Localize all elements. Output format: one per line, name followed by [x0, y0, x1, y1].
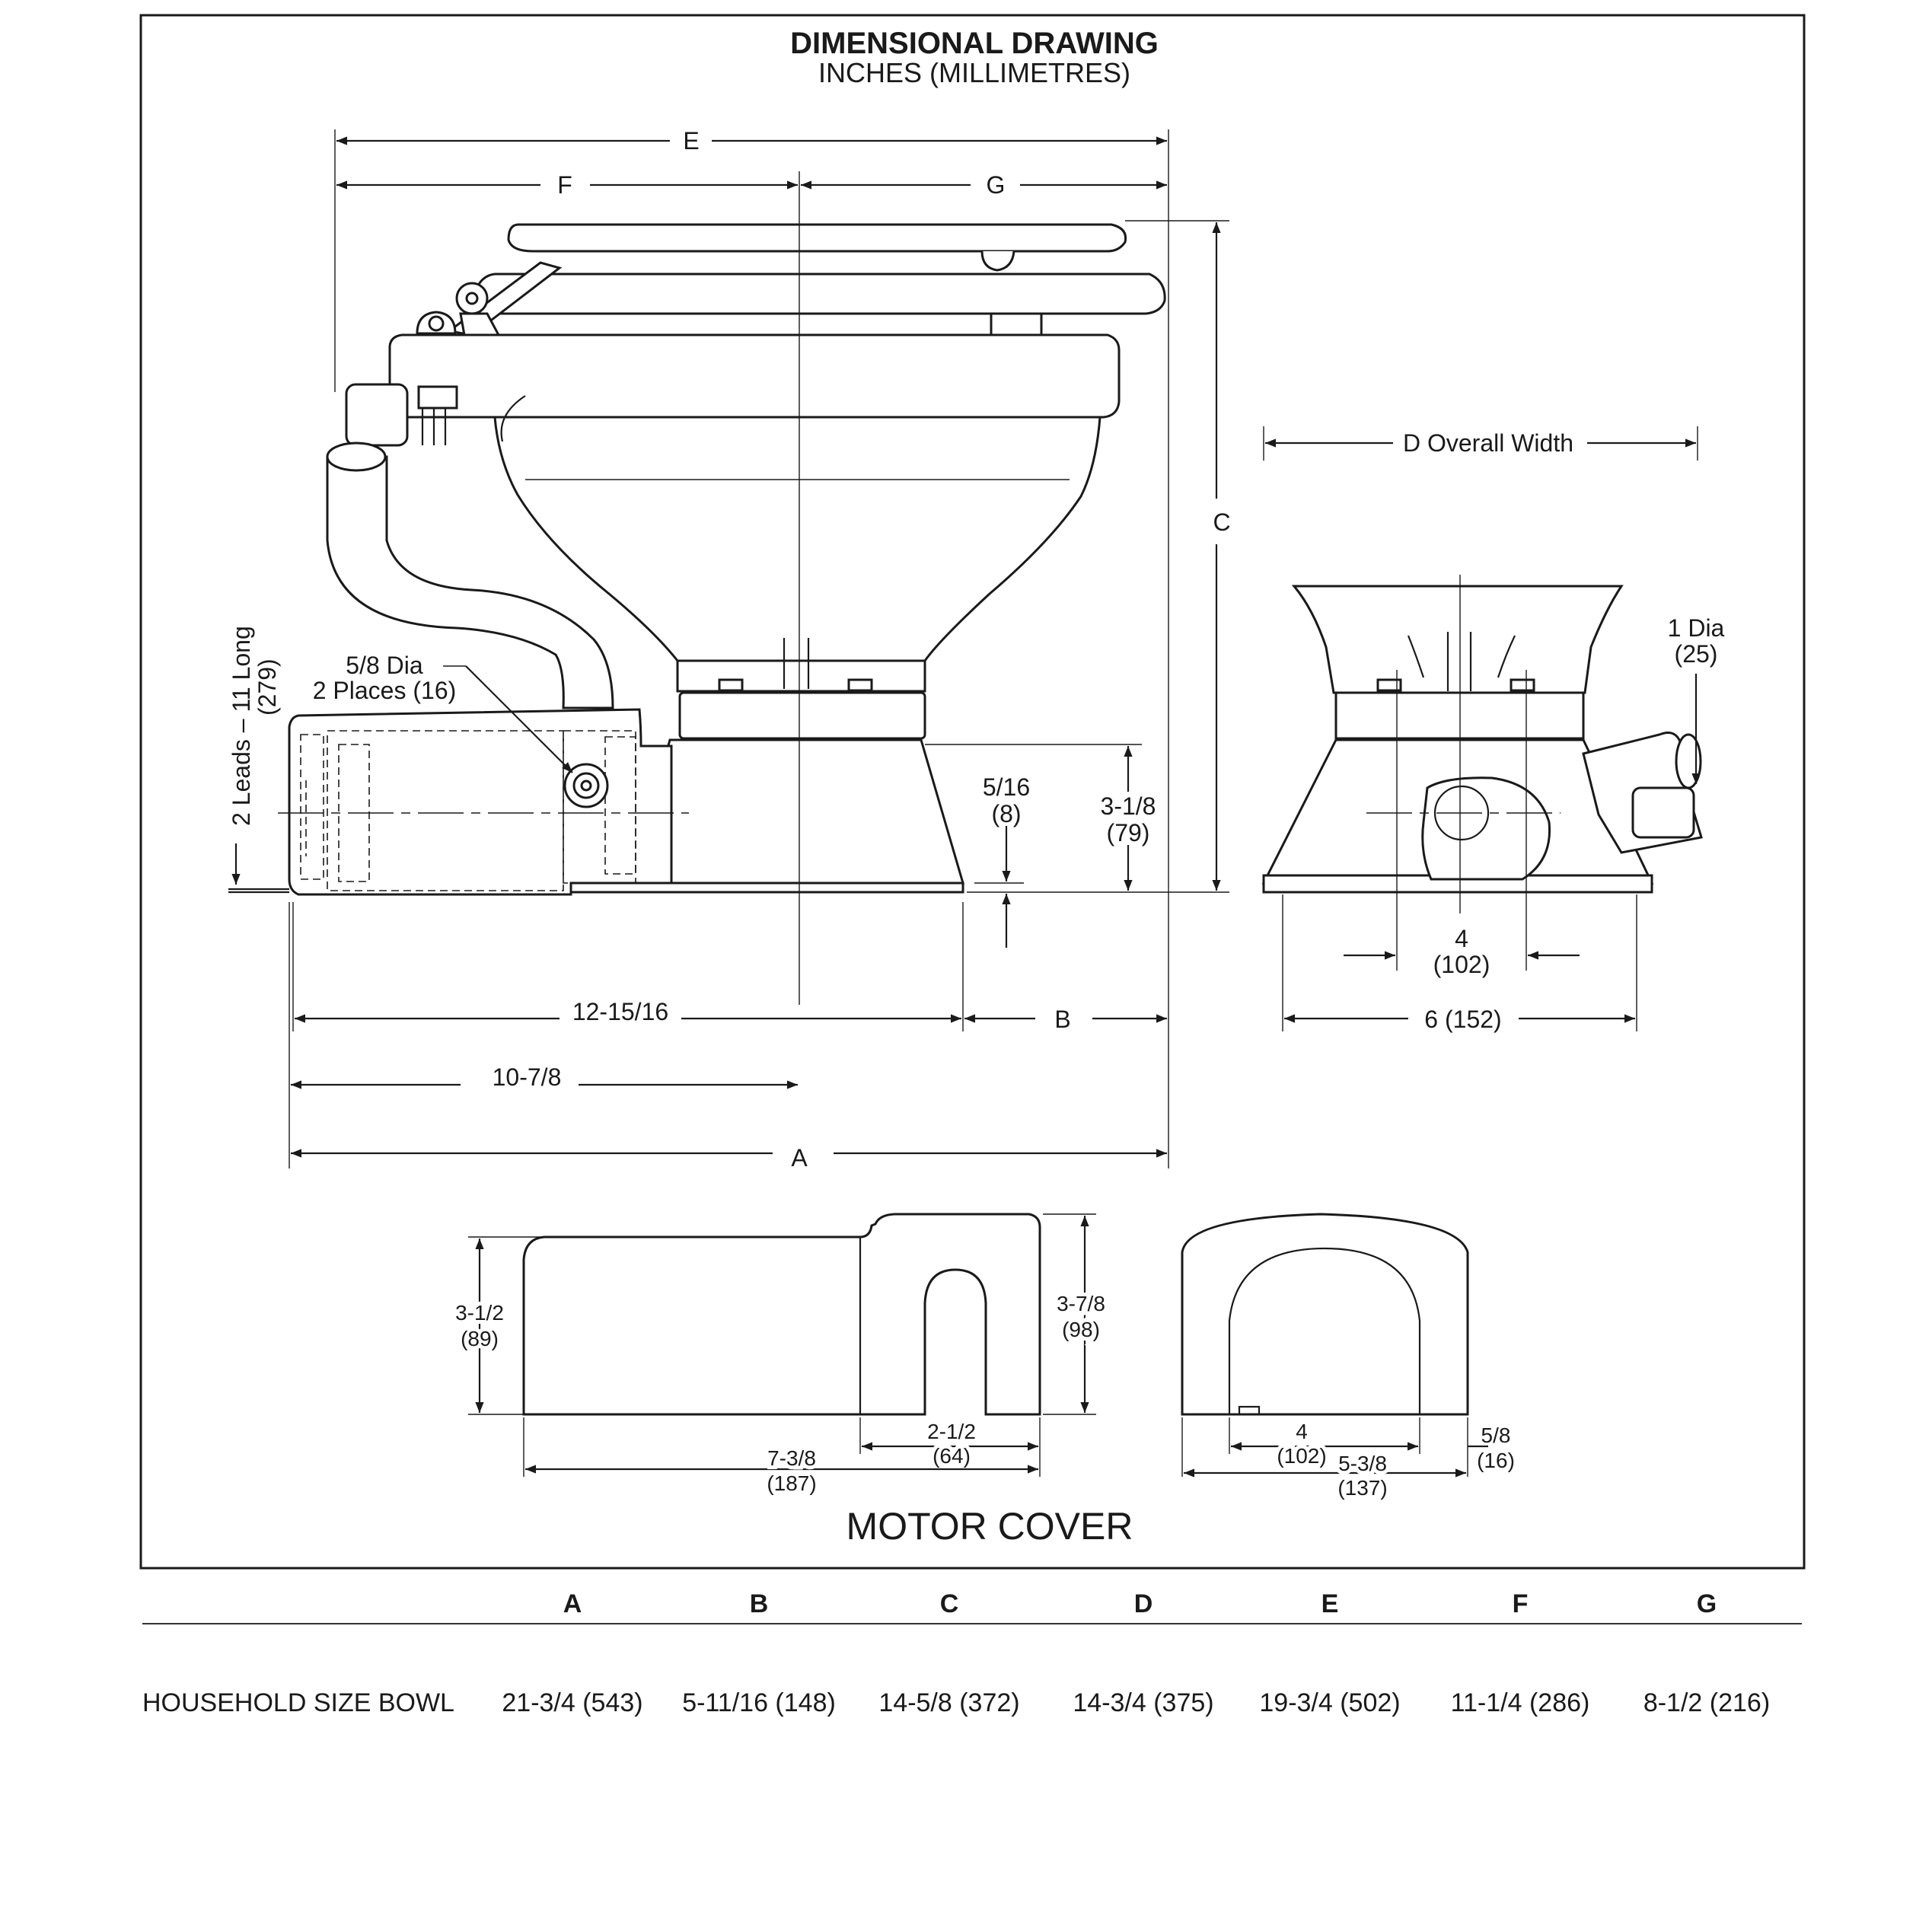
- svg-text:5/8 Dia: 5/8 Dia: [346, 652, 423, 679]
- table-header-row: A B C D E F G: [142, 1589, 1802, 1624]
- svg-text:1 Dia: 1 Dia: [1668, 614, 1725, 642]
- svg-text:B: B: [1054, 1006, 1070, 1033]
- svg-text:E: E: [683, 127, 699, 155]
- svg-text:G: G: [987, 171, 1006, 199]
- table-header-d: D: [1133, 1589, 1153, 1618]
- drawing-title: DIMENSIONAL DRAWING: [790, 27, 1159, 60]
- table-header-f: F: [1512, 1589, 1529, 1618]
- table-header-g: G: [1696, 1589, 1717, 1618]
- svg-text:(279): (279): [253, 658, 281, 716]
- side-view: [228, 171, 1166, 1005]
- table-header-a: A: [563, 1589, 582, 1618]
- cell-e: 19-3/4 (502): [1259, 1688, 1401, 1717]
- cell-f: 11-1/4 (286): [1450, 1688, 1590, 1717]
- svg-text:(8): (8): [991, 800, 1021, 827]
- svg-text:4: 4: [1455, 925, 1468, 952]
- svg-text:(102): (102): [1433, 951, 1490, 978]
- drawing-frame: [139, 14, 1806, 1570]
- svg-text:12-15/16: 12-15/16: [572, 998, 668, 1025]
- dimension-table: A B C D E F G HOUSEHOLD SIZE BOWL 21-3/4…: [142, 1589, 1802, 1717]
- svg-text:5/16: 5/16: [983, 773, 1030, 801]
- table-header-e: E: [1321, 1589, 1339, 1618]
- svg-text:(137): (137): [1337, 1476, 1387, 1500]
- svg-text:(102): (102): [1277, 1444, 1326, 1468]
- svg-text:(79): (79): [1107, 819, 1150, 846]
- svg-text:3-1/2: 3-1/2: [455, 1301, 504, 1325]
- svg-text:C: C: [1213, 509, 1230, 536]
- table-header-c: C: [939, 1589, 959, 1618]
- front-view: [1261, 575, 1703, 971]
- svg-text:A: A: [791, 1144, 808, 1172]
- svg-text:2 Places (16): 2 Places (16): [313, 677, 457, 704]
- svg-text:(98): (98): [1062, 1318, 1100, 1341]
- row-label: HOUSEHOLD SIZE BOWL: [142, 1688, 454, 1717]
- svg-text:4: 4: [1296, 1420, 1308, 1443]
- svg-text:3-1/8: 3-1/8: [1101, 792, 1156, 820]
- svg-text:D Overall Width: D Overall Width: [1403, 429, 1573, 457]
- svg-text:(64): (64): [933, 1444, 971, 1468]
- motor-cover-title: MOTOR COVER: [846, 1505, 1133, 1548]
- drawing-subtitle: INCHES (MILLIMETRES): [818, 57, 1130, 88]
- motor-cover-side: 3-1/2 (89) 3-7/8 (98) 2-1/2 (64) 7-3/8 (…: [451, 1213, 1109, 1499]
- front-view-dimensions: D Overall Width 1 Dia (25) 4 (102) 6 (15…: [1263, 426, 1725, 1033]
- cell-a: 21-3/4 (543): [502, 1688, 643, 1717]
- svg-text:7-3/8: 7-3/8: [767, 1446, 816, 1470]
- motor-cover-end: 4 (102) 5-3/8 (137) 5/8 (16): [1181, 1213, 1515, 1503]
- svg-text:(25): (25): [1675, 640, 1718, 668]
- svg-text:2-1/2: 2-1/2: [927, 1420, 976, 1443]
- svg-text:5/8: 5/8: [1481, 1423, 1511, 1447]
- cell-c: 14-5/8 (372): [878, 1688, 1020, 1717]
- svg-text:2 Leads – 11 Long: 2 Leads – 11 Long: [228, 626, 255, 826]
- table-header-b: B: [749, 1589, 769, 1618]
- svg-text:(89): (89): [461, 1327, 499, 1350]
- table-row: HOUSEHOLD SIZE BOWL 21-3/4 (543) 5-11/16…: [142, 1624, 1802, 1717]
- cell-g: 8-1/2 (216): [1643, 1688, 1771, 1717]
- svg-text:F: F: [557, 171, 572, 199]
- cell-b: 5-11/16 (148): [682, 1688, 836, 1717]
- svg-text:5-3/8: 5-3/8: [1338, 1452, 1387, 1475]
- cell-d: 14-3/4 (375): [1073, 1688, 1214, 1717]
- svg-text:3-7/8: 3-7/8: [1057, 1292, 1105, 1315]
- svg-text:(187): (187): [767, 1471, 816, 1495]
- svg-text:(16): (16): [1477, 1449, 1515, 1472]
- side-view-dimensions: E F G C 3-1/8 (79) 5/16 (8) 12-15/16 B: [228, 127, 1231, 1172]
- svg-text:6 (152): 6 (152): [1424, 1006, 1501, 1033]
- svg-text:10-7/8: 10-7/8: [493, 1063, 562, 1091]
